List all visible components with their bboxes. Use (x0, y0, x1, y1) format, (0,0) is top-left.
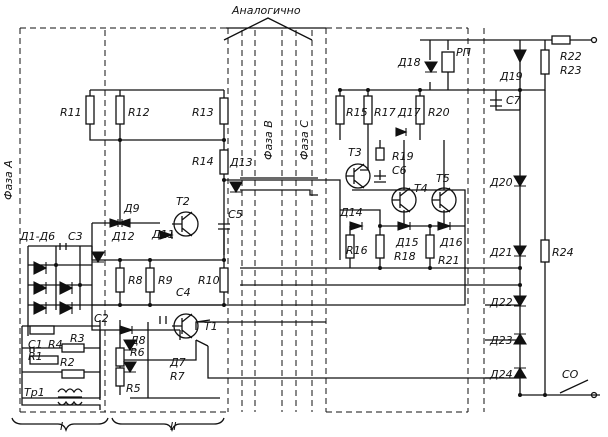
phase-a-label: Фаза А (2, 160, 15, 200)
label-r17: R17 (374, 106, 396, 119)
label-t5: Т5 (436, 172, 450, 185)
label-d20: Д20 (489, 176, 513, 189)
label-d13: Д13 (229, 156, 253, 169)
label-r7: R7 (170, 370, 185, 383)
resistor-bodies (29, 35, 571, 387)
label-d9: Д9 (123, 202, 140, 215)
label-t4: Т4 (414, 182, 428, 195)
label-r10: R10 (198, 274, 220, 287)
section-one-label: I (60, 420, 63, 433)
label-d23: Д23 (489, 334, 513, 347)
label-d21: Д21 (489, 246, 513, 259)
label-d18: Д18 (397, 56, 421, 69)
label-r8: R8 (128, 274, 143, 287)
labels: Аналогично Фаза А Фаза В Фаза С I II R11… (2, 4, 582, 433)
label-d15: Д15 (395, 236, 419, 249)
label-r12: R12 (128, 106, 150, 119)
label-d24: Д24 (489, 368, 513, 381)
label-r13: R13 (192, 106, 214, 119)
label-d19: Д19 (499, 70, 523, 83)
label-c4: C4 (176, 286, 191, 299)
junctions (54, 36, 598, 399)
label-r21: R21 (438, 254, 460, 267)
label-transformer: Тр1 (24, 386, 45, 399)
label-t2: Т2 (176, 195, 190, 208)
label-d14: Д14 (339, 206, 363, 219)
enclosures (19, 17, 485, 413)
transistor-symbols (172, 163, 457, 339)
label-r5: R5 (126, 382, 141, 395)
label-c6: C6 (392, 164, 407, 177)
label-r6: R6 (130, 346, 145, 359)
label-r18: R18 (394, 250, 416, 263)
label-t1: Т1 (204, 320, 218, 333)
phase-c-label: Фаза С (298, 120, 311, 160)
phase-a-wiring (21, 89, 490, 410)
header-note: Аналогично (231, 4, 301, 17)
label-r20: R20 (428, 106, 450, 119)
label-d12: Д12 (111, 230, 135, 243)
label-d16: Д16 (439, 236, 463, 249)
label-r23: R23 (560, 64, 582, 77)
label-r3: R3 (70, 332, 85, 345)
label-c5: C5 (228, 208, 243, 221)
label-r24: R24 (552, 246, 574, 259)
label-d1-d6: Д1-Д6 (19, 230, 55, 243)
label-r16: R16 (346, 244, 368, 257)
label-r2: R2 (60, 356, 75, 369)
label-r15: R15 (346, 106, 368, 119)
phase-b-label: Фаза В (262, 120, 275, 160)
label-contact: СО (562, 368, 579, 381)
label-r14: R14 (192, 155, 214, 168)
label-d22: Д22 (489, 296, 513, 309)
label-d17: Д17 (397, 106, 421, 119)
label-r1: R1 (28, 350, 43, 363)
label-d11: Д11 (151, 228, 175, 241)
label-d8: Д8 (129, 334, 146, 347)
right-block-wiring (339, 39, 600, 396)
label-d7: Д7 (169, 356, 186, 369)
capacitor-bodies (29, 99, 502, 352)
diode-symbols (33, 49, 527, 379)
transformer-symbol (57, 388, 83, 406)
phase-bc-wiring (240, 177, 520, 286)
label-relay: РП (456, 46, 471, 59)
label-t3: Т3 (348, 146, 362, 159)
label-c1: C1 (28, 338, 43, 351)
label-r19: R19 (392, 150, 414, 163)
label-r9: R9 (158, 274, 173, 287)
label-c2: C2 (94, 312, 109, 325)
label-c3: C3 (68, 230, 83, 243)
label-r4: R4 (48, 338, 63, 351)
label-c7: C7 (506, 94, 521, 107)
label-r22: R22 (560, 50, 582, 63)
label-r11: R11 (60, 106, 82, 119)
